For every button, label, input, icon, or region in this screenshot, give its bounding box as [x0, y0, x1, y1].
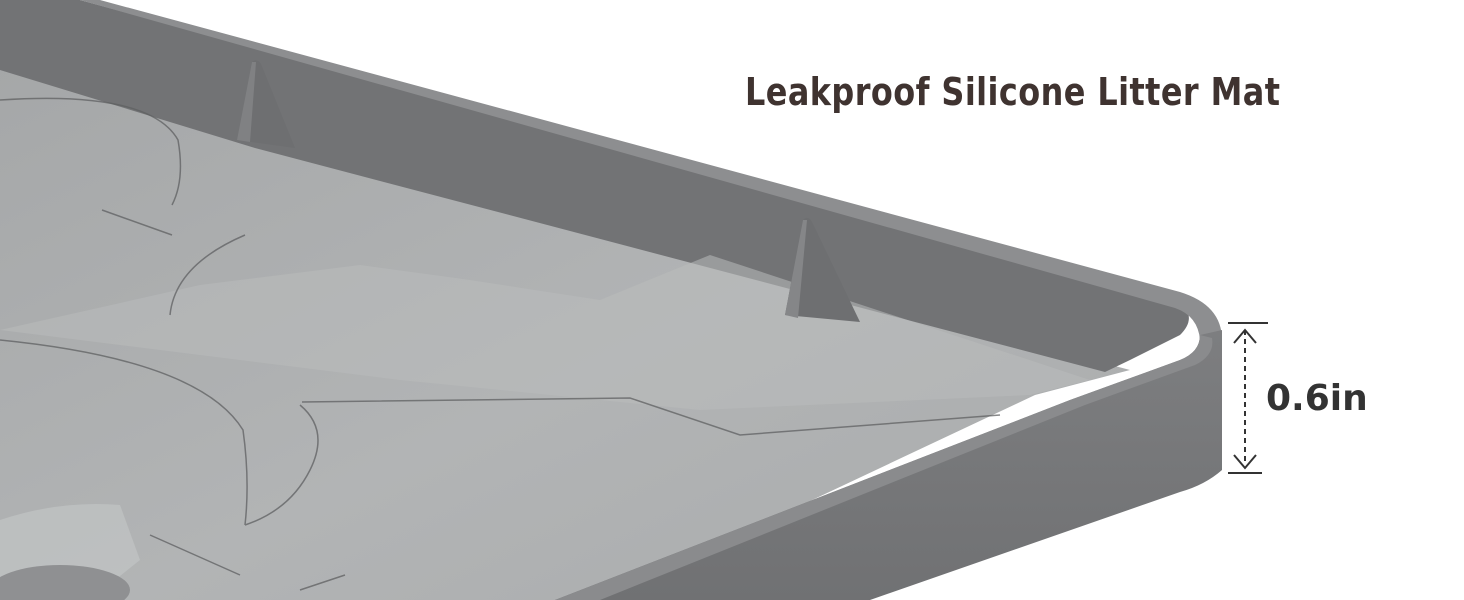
mat-rim-front: [555, 330, 1222, 600]
embossed-pattern: [0, 97, 1001, 591]
product-title: Leakproof Silicone Litter Mat: [745, 70, 1281, 114]
mat-back-wall: [0, 0, 1189, 372]
height-label: 0.6in: [1266, 378, 1368, 419]
height-dimension: [1228, 322, 1268, 474]
